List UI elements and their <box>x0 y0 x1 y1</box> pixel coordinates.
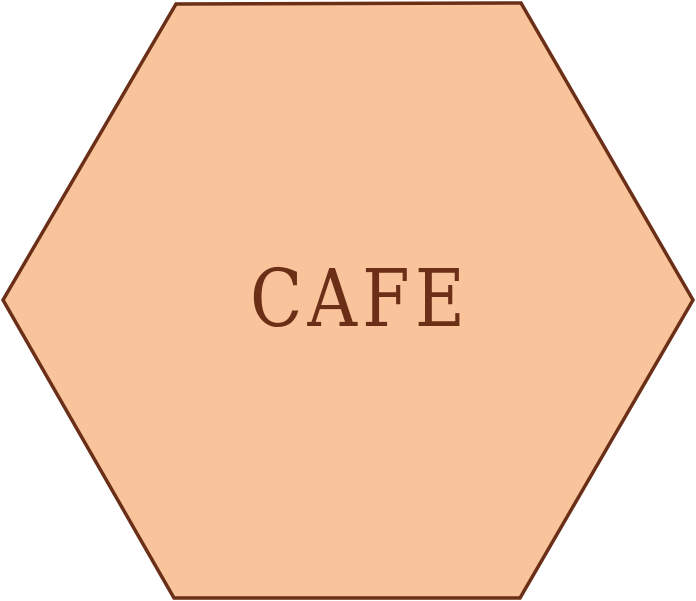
logo-wordmark: CAFE <box>250 252 470 345</box>
